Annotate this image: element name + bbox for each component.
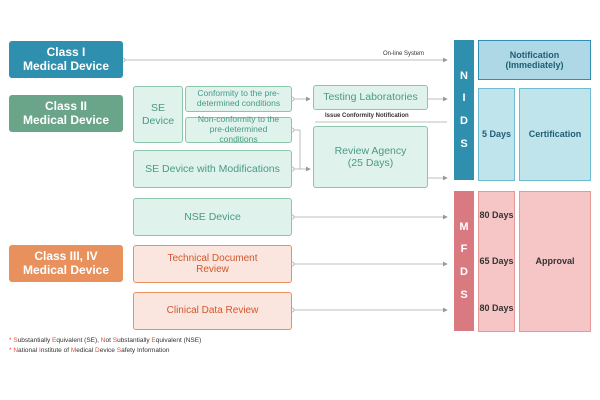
- class-1-line1: Class I: [46, 44, 86, 59]
- se-modifications-box: SE Device with Modifications: [133, 150, 292, 188]
- online-system-label: On-line System: [383, 51, 425, 57]
- class-2-line2: Medical Device: [22, 112, 110, 127]
- approval-box: Approval: [519, 191, 591, 332]
- testing-lab-box: Testing Laboratories: [313, 85, 428, 110]
- nids-bar: N I D S: [454, 40, 474, 180]
- mfds-letter-d: D: [460, 266, 468, 278]
- conformity-box: Conformity to the pre-determined conditi…: [185, 86, 292, 112]
- days-80-clinical: 80 Days: [479, 302, 514, 313]
- nids-letter-d: D: [460, 115, 468, 127]
- footnote-se-nse: * Substantially Equivalent (SE), Not Sub…: [9, 337, 202, 344]
- review-agency-days: (25 Days): [347, 157, 394, 169]
- mfds-bar: M F D S: [454, 191, 474, 331]
- class-2-line1: Class II: [44, 98, 88, 113]
- nonconformity-box: Non-conformity to the pre-determined con…: [185, 114, 292, 144]
- class-1-line2: Medical Device: [22, 58, 110, 73]
- days-65-tech: 65 Days: [479, 256, 514, 267]
- class-1-box: Class I Medical Device: [9, 41, 123, 78]
- class-2-box: Class II Medical Device: [9, 95, 123, 132]
- days-80-nse: 80 Days: [479, 209, 514, 220]
- class-3-line1: Class III, IV: [34, 248, 98, 263]
- class-3-line2: Medical Device: [22, 262, 110, 277]
- review-agency-title: Review Agency: [334, 144, 407, 157]
- notification-timing: (Immediately): [505, 60, 564, 70]
- se-device-box: SE Device: [133, 86, 183, 143]
- mfds-letter-m: M: [459, 220, 469, 233]
- nids-letter-n: N: [460, 69, 468, 82]
- mfds-letter-s: S: [460, 288, 468, 301]
- notification-box: Notification (Immediately): [478, 40, 591, 80]
- nids-letter-i: I: [462, 92, 466, 105]
- mfds-days-column: 80 Days 65 Days 80 Days: [478, 191, 515, 332]
- certification-box: Certification: [519, 88, 591, 181]
- mfds-letter-f: F: [460, 243, 468, 256]
- notification-title: Notification: [509, 49, 560, 60]
- footnote-nids: * National Institute of Medical Device S…: [9, 347, 170, 354]
- clinical-data-box: Clinical Data Review: [133, 292, 292, 330]
- class-3-box: Class III, IV Medical Device: [9, 245, 123, 282]
- nse-device-box: NSE Device: [133, 198, 292, 236]
- five-days-box: 5 Days: [478, 88, 515, 181]
- tech-doc-box: Technical Document Review: [133, 245, 292, 283]
- nids-letter-s: S: [460, 137, 468, 150]
- issue-conformity-label: Issue Conformity Notification: [325, 113, 409, 119]
- review-agency-box: Review Agency (25 Days): [313, 126, 428, 188]
